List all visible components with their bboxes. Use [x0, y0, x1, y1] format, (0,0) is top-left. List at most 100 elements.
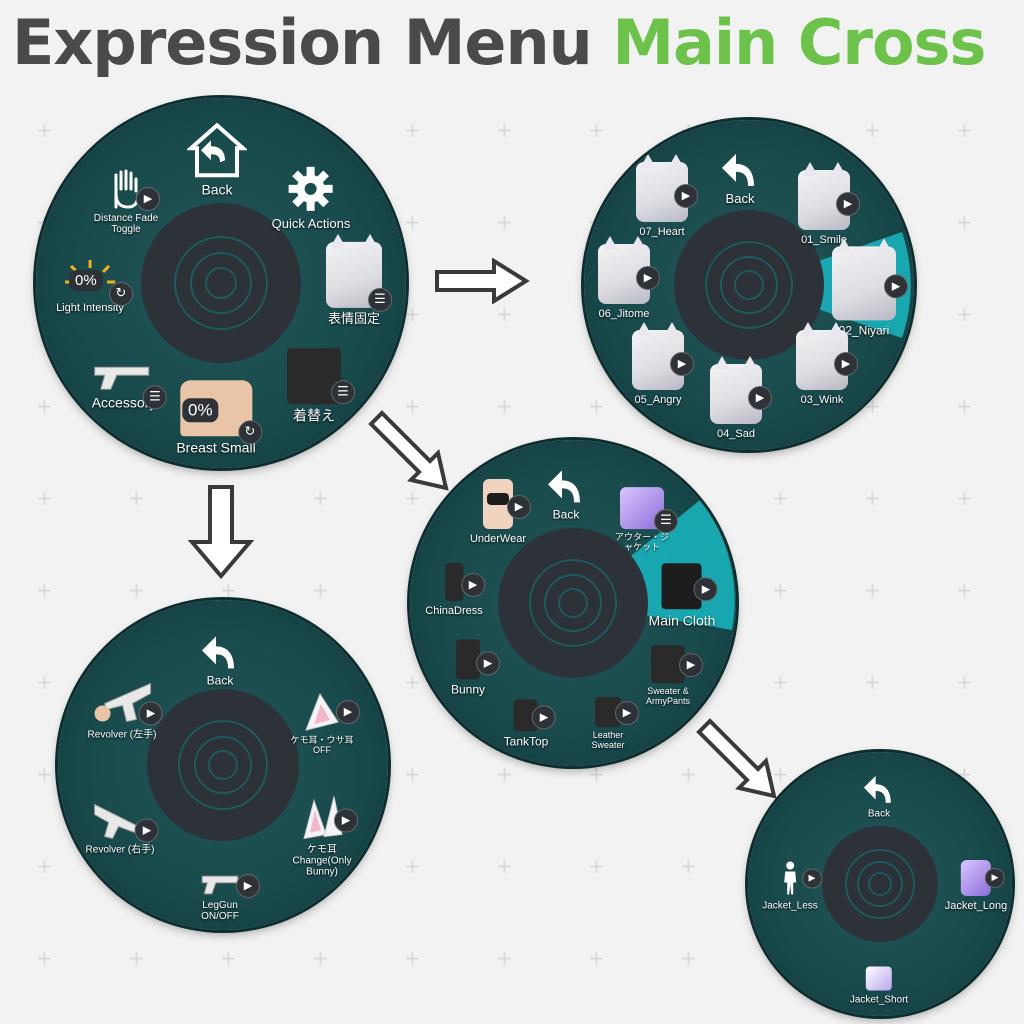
- menu-item-expression-lock[interactable]: ☰ 表情固定: [326, 233, 392, 326]
- title-part-1: Expression Menu: [12, 6, 593, 79]
- menu-item-expression[interactable]: ▶ 05_Angry: [632, 321, 694, 406]
- menu-item-jacket-short[interactable]: Jacket_Short: [849, 966, 909, 1006]
- menu-item-expression[interactable]: ▶ 04_Sad: [710, 355, 772, 440]
- play-icon: ▶: [136, 187, 160, 211]
- play-icon: ▶: [336, 700, 360, 725]
- menu-item-main-cloth[interactable]: ▶ Main Cloth: [648, 563, 718, 629]
- menu-item-expression[interactable]: ▶ 07_Heart: [636, 153, 698, 238]
- menu-item-back[interactable]: Back: [720, 150, 760, 206]
- grid-plus-icon: +: [956, 302, 973, 326]
- back-arrow-icon: [200, 632, 240, 674]
- pistol-icon: ▶: [200, 874, 260, 900]
- dress-icon: ▶: [445, 562, 485, 605]
- avatar-face-icon: ▶: [710, 355, 772, 428]
- grid-plus-icon: +: [36, 394, 53, 418]
- jacket-radial-menu: Back ▶ Jacket_Long Jacket_Short ▶ Jacket…: [748, 752, 1012, 1016]
- grid-plus-icon: +: [588, 762, 605, 786]
- grid-plus-icon: +: [496, 302, 513, 326]
- grid-plus-icon: +: [36, 854, 53, 878]
- grid-plus-icon: +: [36, 670, 53, 694]
- play-icon: ▶: [679, 653, 703, 678]
- grid-plus-icon: +: [772, 762, 789, 786]
- menu-item-light-intensity[interactable]: 0% ↻ Light Intensity: [56, 258, 133, 314]
- grid-plus-icon: +: [220, 946, 237, 970]
- menu-item-tanktop[interactable]: ▶ TankTop: [504, 699, 556, 748]
- bunny-suit-icon: ▶: [456, 639, 500, 683]
- avatar-face-icon: ☰: [326, 233, 392, 312]
- play-icon: ▶: [506, 494, 531, 519]
- menu-item-expression[interactable]: ▶ 06_Jitome: [598, 235, 660, 320]
- grid-plus-icon: +: [496, 394, 513, 418]
- home-back-icon: [185, 122, 249, 182]
- menu-item-breast-small[interactable]: 0% ↻ Breast Small: [176, 380, 262, 455]
- item-label: Back: [867, 808, 891, 820]
- grid-plus-icon: +: [496, 210, 513, 234]
- arrow-down-right-icon: [368, 410, 449, 491]
- grid-plus-icon: +: [312, 946, 329, 970]
- item-label: ケモ耳 Change(Only Bunny): [292, 844, 352, 878]
- menu-item-back[interactable]: Back: [185, 122, 249, 198]
- menu-item-accessory[interactable]: ☰ Accessory: [91, 361, 167, 411]
- menu-item-underwear[interactable]: ▶ UnderWear: [469, 478, 531, 545]
- item-label: アウター・ジャケット: [614, 532, 669, 552]
- grid-plus-icon: +: [36, 578, 53, 602]
- item-label: 07_Heart: [639, 225, 685, 238]
- grid-plus-icon: +: [404, 118, 421, 142]
- menu-item-back[interactable]: Back: [200, 632, 240, 687]
- grid-plus-icon: +: [864, 486, 881, 510]
- menu-item-expression[interactable]: ▶ 02_Niyari: [832, 238, 908, 337]
- menu-item-expression[interactable]: ▶ 01_Smile: [798, 161, 860, 246]
- menu-item-leather-sweater[interactable]: ▶ Leather Sweater: [583, 697, 639, 751]
- item-label: UnderWear: [469, 532, 527, 545]
- grid-plus-icon: +: [404, 302, 421, 326]
- grid-plus-icon: +: [404, 762, 421, 786]
- item-label: 05_Angry: [634, 393, 682, 406]
- item-label: 03_Wink: [800, 393, 844, 406]
- item-label: Leather Sweater: [591, 730, 625, 750]
- avatar-face-icon: ▶: [832, 238, 908, 324]
- menu-item-chinadress[interactable]: ▶ ChinaDress: [425, 562, 485, 617]
- grid-plus-icon: +: [404, 210, 421, 234]
- menu-item-back[interactable]: Back: [862, 773, 896, 820]
- jacket-icon: ☰: [620, 487, 678, 534]
- grid-plus-icon: +: [404, 946, 421, 970]
- menu-item-revolver-left[interactable]: ▶ Revolver (左手): [88, 680, 163, 741]
- item-label: 01_Smile: [801, 233, 847, 246]
- arrow-right-icon: [435, 258, 530, 304]
- grid-plus-icon: +: [772, 670, 789, 694]
- menu-item-kemomimi-change[interactable]: ▶ ケモ耳 Change(Only Bunny): [282, 795, 362, 878]
- menu-item-kemomimi-off[interactable]: ▶ ケモ耳・ウサ耳 OFF: [282, 692, 362, 756]
- grid-plus-icon: +: [496, 854, 513, 878]
- grid-plus-icon: +: [312, 486, 329, 510]
- item-label: Accessory: [91, 394, 157, 411]
- menu-item-quick-actions[interactable]: Quick Actions: [271, 165, 351, 231]
- menu-item-leggun[interactable]: ▶ LegGun ON/OFF: [190, 874, 260, 922]
- grid-plus-icon: +: [588, 854, 605, 878]
- grid-plus-icon: +: [312, 578, 329, 602]
- menu-item-jacket-long[interactable]: ▶ Jacket_Long: [945, 859, 1007, 912]
- reset-icon: ↻: [237, 420, 262, 445]
- menu-item-change-clothes[interactable]: ☰ 着替え: [287, 348, 355, 423]
- menu-item-bunny[interactable]: ▶ Bunny: [451, 639, 500, 696]
- avatar-face-icon: ▶: [636, 153, 698, 226]
- menu-item-sweater-armypants[interactable]: ▶ Sweater & ArmyPants: [633, 645, 703, 707]
- item-label: Jacket_Short: [849, 994, 909, 1006]
- play-icon: ▶: [236, 874, 260, 898]
- item-label: Quick Actions: [271, 215, 351, 231]
- grid-plus-icon: +: [36, 762, 53, 786]
- menu-item-back[interactable]: Back: [546, 466, 586, 521]
- grid-plus-icon: +: [680, 854, 697, 878]
- menu-item-revolver-right[interactable]: ▶ Revolver (右手): [86, 801, 159, 856]
- cat-ear-icon: ▶: [302, 692, 360, 736]
- item-label: Back: [201, 181, 233, 198]
- menu-item-outer-jacket[interactable]: ☰ アウター・ジャケット: [612, 487, 678, 553]
- arrow-down-right-icon: [696, 718, 777, 799]
- menu-item-jacket-less[interactable]: ▶ Jacket_Less: [762, 861, 822, 912]
- menu-item-expression[interactable]: ▶ 03_Wink: [796, 321, 858, 406]
- accessory-radial-menu: Back ▶ ケモ耳・ウサ耳 OFF ▶ ケモ耳 Change(Only Bun…: [58, 600, 388, 930]
- grid-plus-icon: +: [128, 946, 145, 970]
- grid-plus-icon: +: [956, 670, 973, 694]
- grid-plus-icon: +: [404, 670, 421, 694]
- item-label: Main Cloth: [648, 612, 716, 629]
- menu-item-distance-fade-toggle[interactable]: ▶ Distance Fade Toggle: [81, 169, 171, 235]
